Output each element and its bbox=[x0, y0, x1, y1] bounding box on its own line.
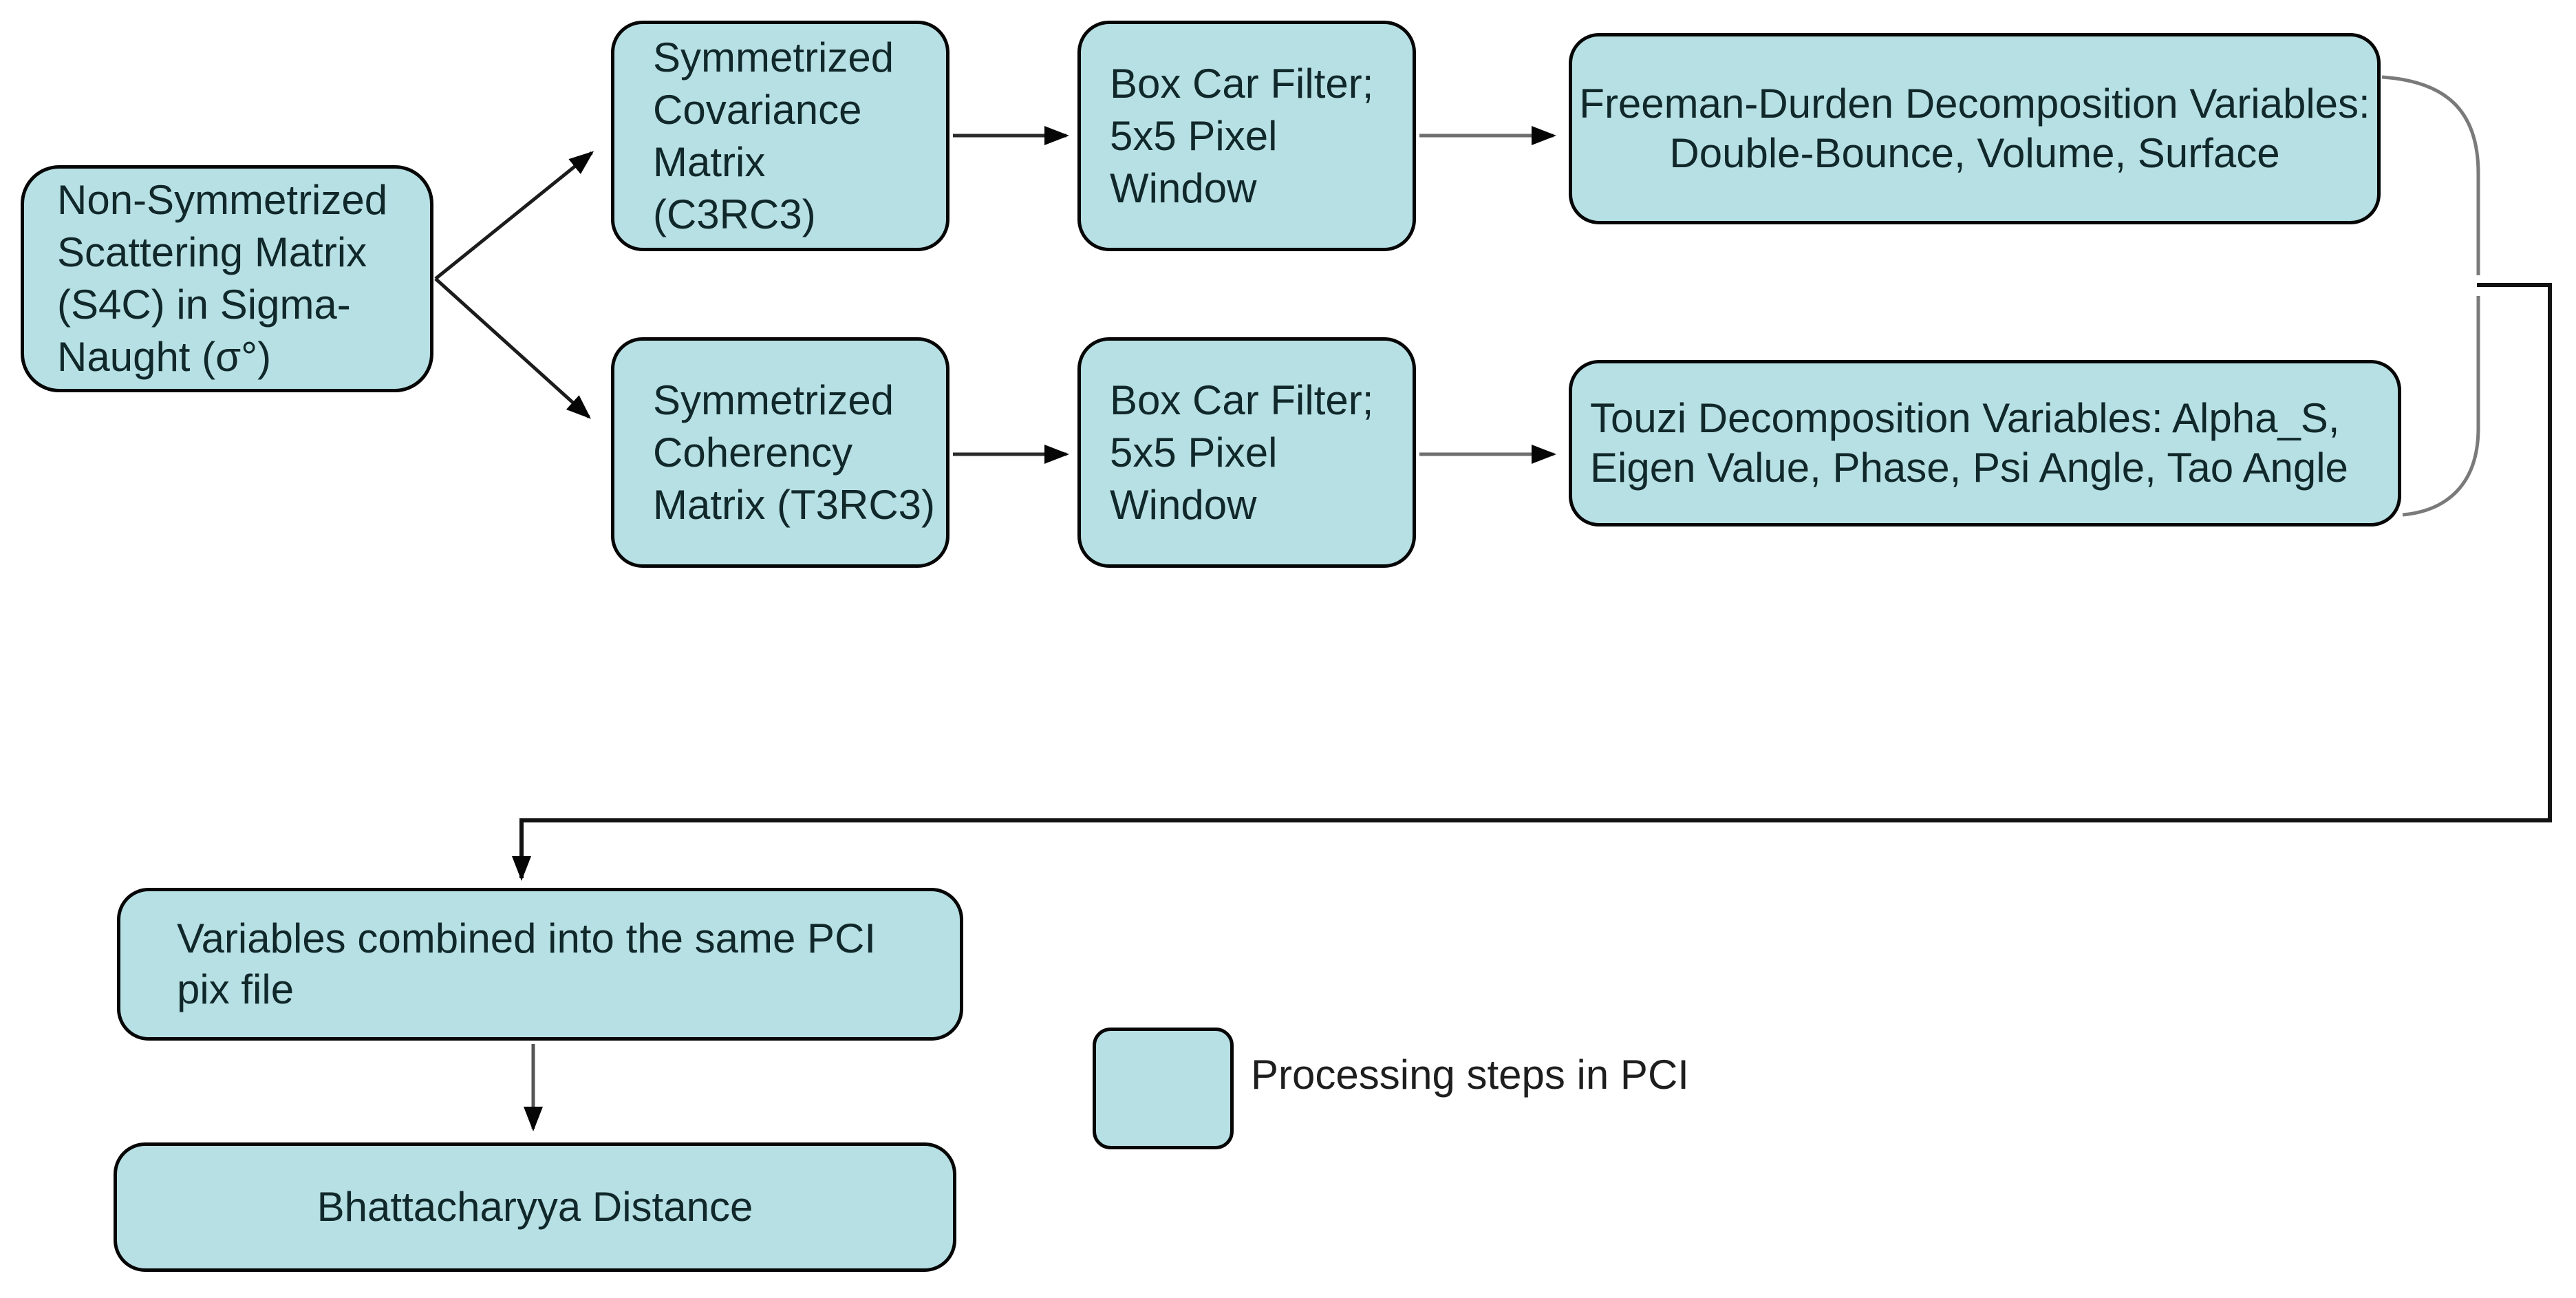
connector-bracket-bottom bbox=[2402, 296, 2480, 517]
node-covariance-matrix: Symmetrized Covariance Matrix (C3RC3) bbox=[611, 21, 949, 251]
legend-label: Processing steps in PCI bbox=[1251, 1052, 1689, 1098]
legend-swatch bbox=[1093, 1028, 1234, 1149]
node-freeman-durden-label: Freeman-Durden Decomposition Variables: … bbox=[1579, 81, 2370, 176]
connector-merge-to-combined bbox=[512, 283, 2552, 881]
connector-scattering-to-coherency bbox=[434, 277, 591, 419]
node-coherency-matrix: Symmetrized Coherency Matrix (T3RC3) bbox=[611, 337, 949, 568]
node-touzi-decomposition-label: Touzi Decomposition Variables: Alpha_S, … bbox=[1590, 395, 2348, 491]
node-boxcar-filter-top-label: Box Car Filter; 5x5 Pixel Window bbox=[1110, 60, 1374, 211]
node-variables-combined: Variables combined into the same PCI pix… bbox=[117, 888, 963, 1041]
node-boxcar-filter-top: Box Car Filter; 5x5 Pixel Window bbox=[1077, 21, 1416, 251]
connector-bracket-top bbox=[2381, 75, 2480, 275]
node-bhattacharyya-distance: Bhattacharyya Distance bbox=[114, 1142, 956, 1272]
node-scattering-matrix: Non-Symmetrized Scattering Matrix (S4C) … bbox=[21, 165, 433, 392]
node-coherency-matrix-label: Symmetrized Coherency Matrix (T3RC3) bbox=[653, 376, 936, 528]
node-touzi-decomposition: Touzi Decomposition Variables: Alpha_S, … bbox=[1569, 360, 2401, 526]
node-scattering-matrix-label: Non-Symmetrized Scattering Matrix (S4C) … bbox=[57, 177, 388, 380]
node-bhattacharyya-distance-label: Bhattacharyya Distance bbox=[316, 1184, 753, 1230]
node-variables-combined-label: Variables combined into the same PCI pix… bbox=[177, 915, 877, 1012]
node-covariance-matrix-label: Symmetrized Covariance Matrix (C3RC3) bbox=[653, 34, 894, 237]
connector-scattering-to-covariance bbox=[434, 151, 594, 280]
node-boxcar-filter-bottom: Box Car Filter; 5x5 Pixel Window bbox=[1077, 337, 1416, 568]
node-freeman-durden: Freeman-Durden Decomposition Variables: … bbox=[1569, 33, 2381, 224]
node-boxcar-filter-bottom-label: Box Car Filter; 5x5 Pixel Window bbox=[1110, 376, 1374, 528]
